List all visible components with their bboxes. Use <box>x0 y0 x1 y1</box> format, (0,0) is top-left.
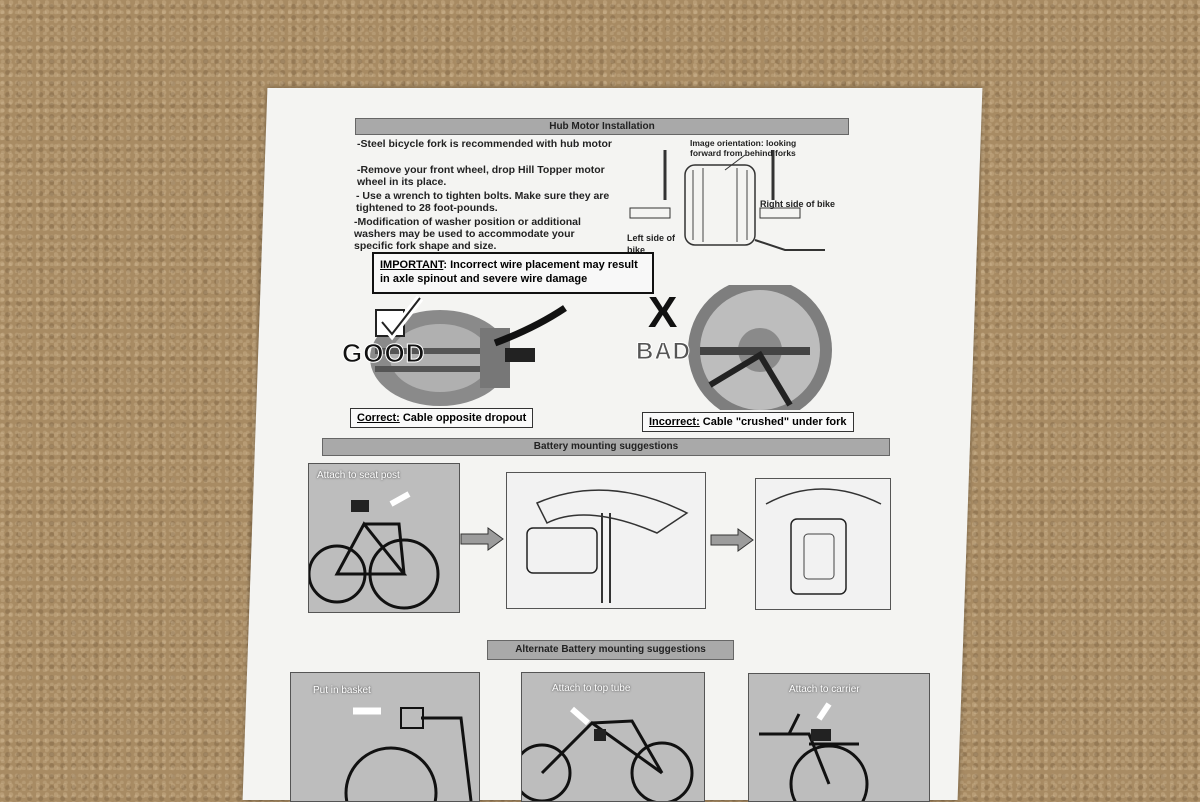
bullet-2: -Remove your front wheel, drop Hill Topp… <box>357 164 605 188</box>
checkmark-icon <box>372 292 432 342</box>
important-text: : Incorrect wire placement may result in… <box>380 259 638 285</box>
alt-panel-1-label: Put in basket <box>313 685 371 696</box>
correct-label: Correct: <box>357 412 400 424</box>
alt-panel-3-label: Attach to carrier <box>789 684 860 695</box>
orientation-note: Image orientation: looking forward from … <box>690 138 797 158</box>
bullet-4: -Modification of washer position or addi… <box>354 216 581 252</box>
arrow-right-icon <box>710 528 754 552</box>
bad-photo <box>640 285 845 410</box>
hub-motor-title: Hub Motor Installation <box>355 118 849 135</box>
alt-panel-carrier: Attach to carrier <box>748 673 930 802</box>
x-mark-icon: X <box>648 288 679 337</box>
alt-panel-top-tube: Attach to top tube <box>521 672 705 802</box>
alternate-title: Alternate Battery mounting suggestions <box>487 640 734 660</box>
battery-panel-saddle-bag <box>506 472 706 609</box>
left-side-label: Left side of bike <box>627 233 676 255</box>
battery-panel-1-label: Attach to seat post <box>317 470 400 481</box>
alt-panel-basket: Put in basket <box>290 672 480 802</box>
hub-motor-diagram-icon <box>629 150 825 251</box>
hub-diagram <box>625 140 855 265</box>
important-label: IMPORTANT <box>380 259 444 271</box>
alt-panel-2-label: Attach to top tube <box>552 683 631 694</box>
right-side-label: Right side of bike <box>760 199 836 209</box>
important-notice: IMPORTANT: Incorrect wire placement may … <box>372 252 654 294</box>
good-label: GOOD <box>341 338 426 369</box>
correct-caption: Correct: Cable opposite dropout <box>350 408 534 428</box>
battery-panel-bag-closed <box>755 478 891 610</box>
bad-label: BAD <box>636 338 691 366</box>
correct-text: Cable opposite dropout <box>399 412 527 424</box>
good-photo <box>365 288 595 406</box>
bullet-1: -Steel bicycle fork is recommended with … <box>357 138 612 150</box>
incorrect-text: Cable "crushed" under fork <box>699 416 847 428</box>
battery-title: Battery mounting suggestions <box>322 438 890 456</box>
incorrect-label: Incorrect: <box>649 416 700 428</box>
bullet-3: - Use a wrench to tighten bolts. Make su… <box>356 190 610 214</box>
incorrect-caption: Incorrect: Cable "crushed" under fork <box>642 412 854 432</box>
arrow-right-icon <box>460 527 504 551</box>
battery-panel-seat-post: Attach to seat post <box>308 463 460 613</box>
